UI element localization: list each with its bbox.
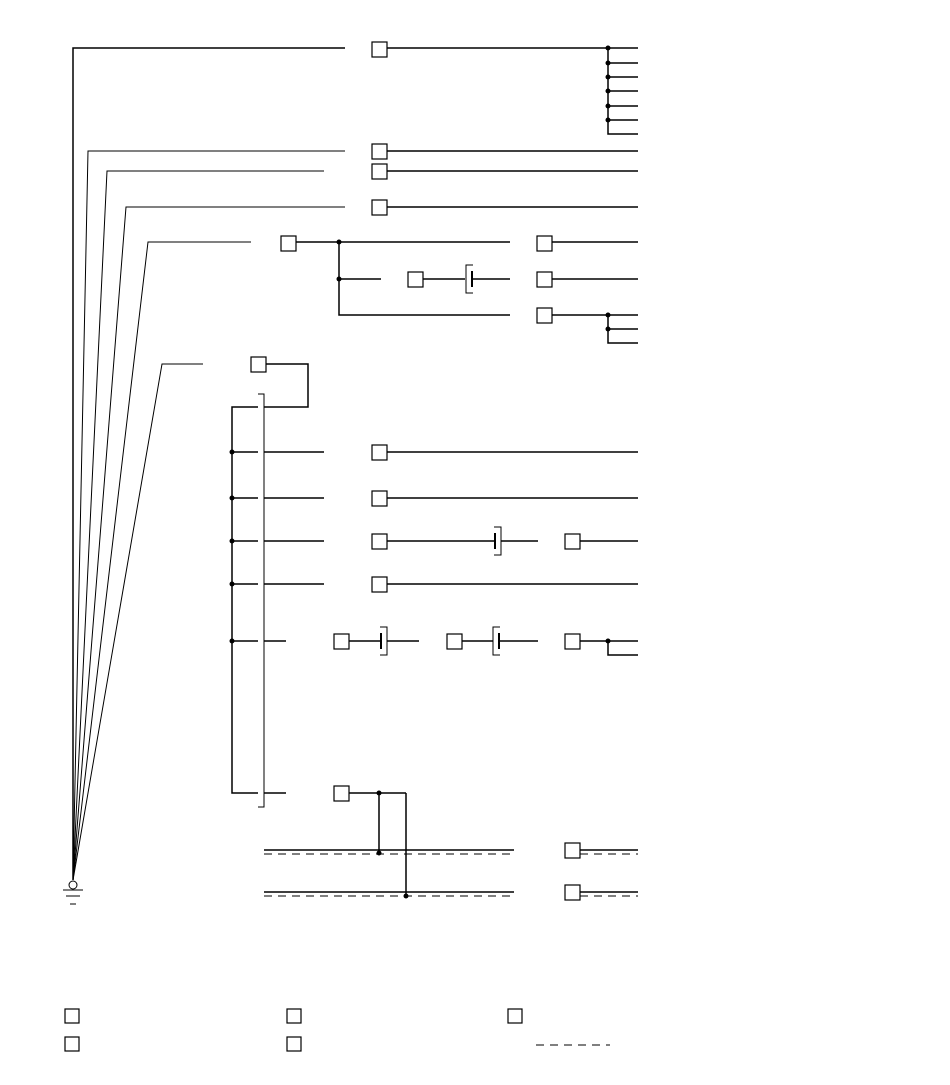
component-box: [333, 633, 350, 650]
component-box: [280, 235, 297, 252]
legend-box-icon: [286, 1036, 302, 1052]
component-box: [536, 271, 553, 288]
component-box: [371, 444, 388, 461]
component-box: [536, 235, 553, 252]
connector-icon: [465, 264, 473, 294]
component-box: [371, 576, 388, 593]
circuit-row-1: [371, 41, 638, 135]
component-box: [564, 633, 581, 650]
component-box: [371, 41, 388, 58]
connector-icon: [492, 626, 500, 656]
shielded-line-1: [264, 842, 638, 859]
component-box: [371, 533, 388, 550]
circuit-row-2: [371, 143, 638, 160]
shielded-line-2: [264, 884, 638, 901]
legend-box-icon: [286, 1008, 302, 1024]
ground-icon: [63, 880, 83, 905]
component-box: [371, 163, 388, 180]
component-box: [371, 143, 388, 160]
component-box: [564, 884, 581, 901]
circuit-row-4: [371, 199, 638, 216]
ground-wire-fan: [72, 47, 345, 881]
legend-box-icon: [64, 1036, 80, 1052]
component-box: [250, 356, 267, 373]
component-box: [536, 307, 553, 324]
component-box: [333, 785, 350, 802]
component-box: [371, 490, 388, 507]
component-box: [407, 271, 424, 288]
component-box: [564, 842, 581, 859]
component-box: [371, 199, 388, 216]
circuit-row-5: [280, 235, 638, 344]
legend-box-icon: [64, 1008, 80, 1024]
circuit-row-6: [229, 356, 638, 896]
circuit-row-3: [371, 163, 638, 180]
legend: [64, 1008, 610, 1052]
bus-connector-icon: [258, 393, 265, 808]
component-box: [446, 633, 463, 650]
legend-box-icon: [507, 1008, 523, 1024]
component-box: [564, 533, 581, 550]
